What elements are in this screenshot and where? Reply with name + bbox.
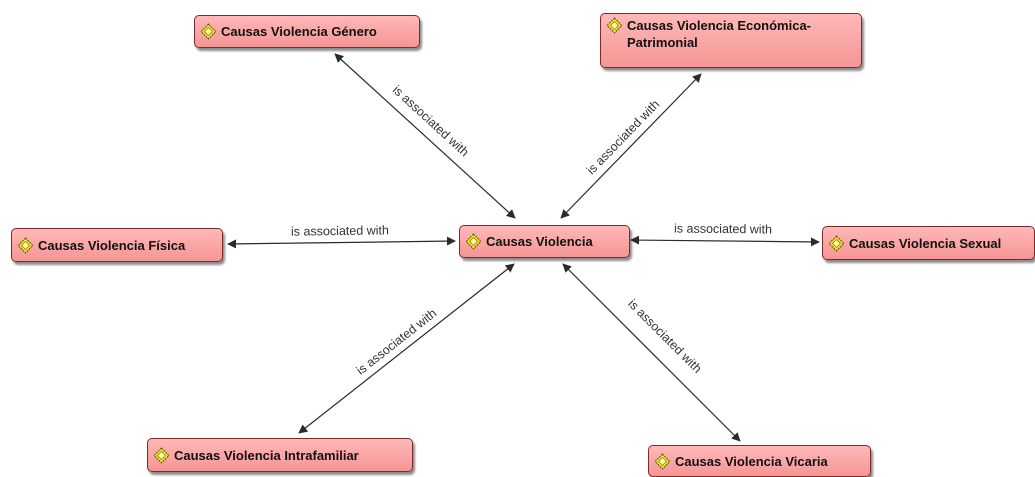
- edge-line-economica: [560, 73, 702, 219]
- edge-economica[interactable]: is associated with: [560, 73, 702, 219]
- edge-label-fisica: is associated with: [291, 223, 389, 238]
- edge-label-genero: is associated with: [390, 83, 472, 160]
- node-label: Causas Violencia Física: [38, 237, 186, 253]
- edge-line-genero: [334, 53, 516, 219]
- node-causas-violencia-genero[interactable]: Causas Violencia Género: [194, 15, 420, 48]
- node-label: Causas Violencia Género: [221, 24, 377, 39]
- edge-vicaria[interactable]: is associated with: [562, 263, 741, 442]
- node-label: Causas Violencia Económica- Patrimonial: [627, 18, 811, 50]
- node-label: Causas Violencia Sexual: [849, 235, 1002, 251]
- code-diamond-icon: [17, 236, 34, 254]
- edge-sexual[interactable]: is associated with: [630, 221, 820, 247]
- edge-intrafamiliar[interactable]: is associated with: [298, 263, 515, 434]
- edge-genero[interactable]: is associated with: [334, 53, 516, 219]
- edge-line-intrafamiliar: [298, 263, 515, 434]
- edge-line-sexual: [630, 235, 820, 247]
- code-diamond-icon: [153, 446, 170, 464]
- node-causas-violencia-sexual[interactable]: Causas Violencia Sexual: [822, 226, 1035, 260]
- edge-label-sexual: is associated with: [674, 221, 772, 236]
- edge-label-economica: is associated with: [584, 97, 662, 177]
- node-causas-violencia-fisica[interactable]: Causas Violencia Física: [11, 228, 223, 262]
- code-diamond-icon: [200, 23, 217, 40]
- node-causas-violencia[interactable]: Causas Violencia: [459, 225, 630, 258]
- edge-line-vicaria: [562, 263, 741, 442]
- node-causas-violencia-vicaria[interactable]: Causas Violencia Vicaria: [648, 445, 871, 477]
- edge-line-fisica: [227, 236, 456, 249]
- code-diamond-icon: [828, 234, 845, 252]
- node-causas-violencia-economica-patrimonial[interactable]: Causas Violencia Económica- Patrimonial: [600, 13, 862, 68]
- node-label: Causas Violencia Vicaria: [675, 453, 828, 469]
- edge-label-intrafamiliar: is associated with: [354, 306, 440, 378]
- node-causas-violencia-intrafamiliar[interactable]: Causas Violencia Intrafamiliar: [147, 438, 413, 472]
- code-diamond-icon: [606, 17, 623, 34]
- code-diamond-icon: [465, 233, 482, 250]
- code-diamond-icon: [654, 452, 671, 470]
- edge-label-vicaria: is associated with: [625, 297, 704, 376]
- node-label: Causas Violencia: [486, 234, 593, 249]
- node-label: Causas Violencia Intrafamiliar: [174, 447, 359, 463]
- edge-fisica[interactable]: is associated with: [227, 223, 456, 249]
